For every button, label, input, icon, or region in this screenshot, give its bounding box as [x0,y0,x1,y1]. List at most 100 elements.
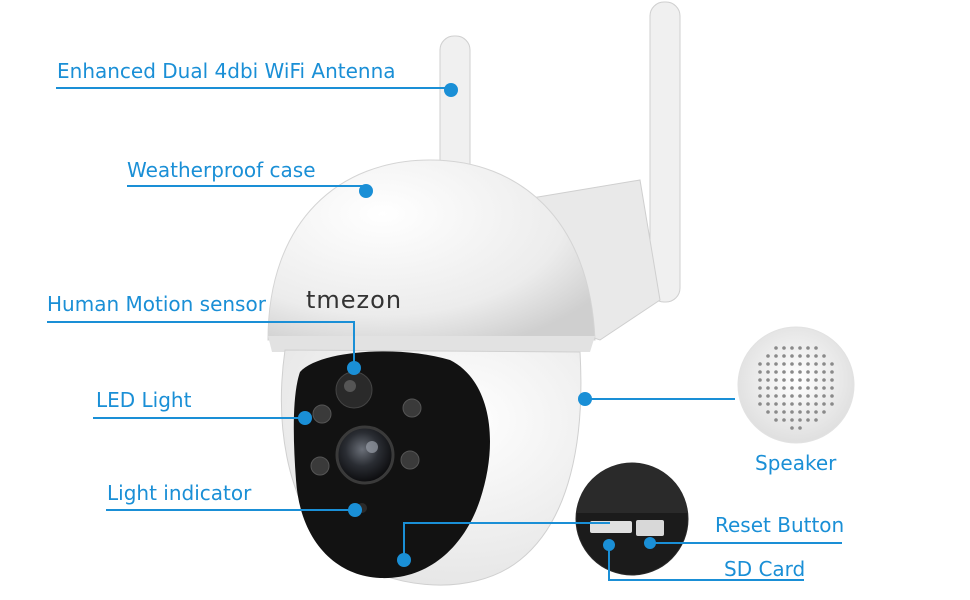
camera-collar [268,336,595,352]
speaker-hole [782,418,786,422]
speaker-hole [814,418,818,422]
speaker-label: Speaker [755,451,837,475]
speaker-hole [766,386,770,390]
speaker-hole [806,386,810,390]
speaker-hole [782,370,786,374]
speaker-hole [774,354,778,358]
speaker-hole [830,370,834,374]
speaker-inset [737,326,855,444]
speaker-hole [782,394,786,398]
speaker-hole [798,386,802,390]
reset-button-label: Reset Button [715,513,845,537]
speaker-hole [806,346,810,350]
speaker-hole [774,394,778,398]
speaker-hole [782,402,786,406]
speaker-hole [766,354,770,358]
speaker-hole [830,402,834,406]
speaker-hole [822,394,826,398]
sd-reset-inset [575,462,689,576]
speaker-hole [790,402,794,406]
speaker-hole [798,426,802,430]
speaker-hole [798,418,802,422]
reset-button [636,520,664,536]
speaker-hole [790,346,794,350]
speaker-hole [798,370,802,374]
callout-dots [298,83,656,567]
speaker-hole [814,378,818,382]
speaker-hole [814,410,818,414]
speaker-hole [814,354,818,358]
speaker-hole [798,402,802,406]
speaker-hole [766,362,770,366]
speaker-hole [806,378,810,382]
speaker-hole [774,418,778,422]
speaker-hole [782,386,786,390]
speaker-hole [766,370,770,374]
speaker-hole [806,410,810,414]
callout-lines [47,87,842,581]
speaker-hole [774,386,778,390]
speaker-hole [830,386,834,390]
speaker-hole [822,386,826,390]
speaker-hole [790,354,794,358]
speaker-hole [790,410,794,414]
led-light-3 [310,456,330,476]
speaker-hole [782,410,786,414]
speaker-hole [814,346,818,350]
speaker-hole [766,394,770,398]
sd-card-label: SD Card [724,557,806,581]
speaker-hole [766,410,770,414]
speaker-hole [822,402,826,406]
speaker-hole [806,370,810,374]
light-indicator-label: Light indicator [107,481,252,505]
led-light-4 [400,450,420,470]
led-light-2 [402,398,422,418]
case-label: Weatherproof case [127,158,316,182]
speaker-hole [798,410,802,414]
speaker-hole [822,362,826,366]
speaker-hole [798,394,802,398]
speaker-hole [806,362,810,366]
speaker-hole [774,346,778,350]
speaker-hole [822,410,826,414]
main-lens [335,425,395,485]
speaker-hole [790,362,794,366]
speaker-hole [782,346,786,350]
camera-dome [267,159,596,341]
speaker-hole [758,362,762,366]
speaker-hole [790,426,794,430]
speaker-hole [798,346,802,350]
speaker-hole [798,378,802,382]
speaker-hole [822,370,826,374]
speaker-hole [798,362,802,366]
speaker-hole [830,394,834,398]
speaker-hole [782,354,786,358]
antenna-right [649,1,681,303]
speaker-hole [814,370,818,374]
speaker-hole [774,378,778,382]
speaker-hole [774,362,778,366]
speaker-hole [766,402,770,406]
speaker-hole [814,394,818,398]
speaker-hole [758,378,762,382]
led-light-1 [312,404,332,424]
speaker-hole [774,410,778,414]
speaker-hole [766,378,770,382]
speaker-hole [798,354,802,358]
speaker-hole [790,386,794,390]
speaker-hole [782,362,786,366]
speaker-hole [814,402,818,406]
speaker-hole [758,370,762,374]
speaker-hole [806,402,810,406]
speaker-hole [790,418,794,422]
speaker-hole [806,354,810,358]
speaker-hole [790,370,794,374]
speaker-hole [830,378,834,382]
brand-logo: tmezon [306,286,403,314]
motion-sensor-label: Human Motion sensor [47,292,266,316]
speaker-hole [830,362,834,366]
speaker-hole [822,354,826,358]
speaker-hole [806,418,810,422]
